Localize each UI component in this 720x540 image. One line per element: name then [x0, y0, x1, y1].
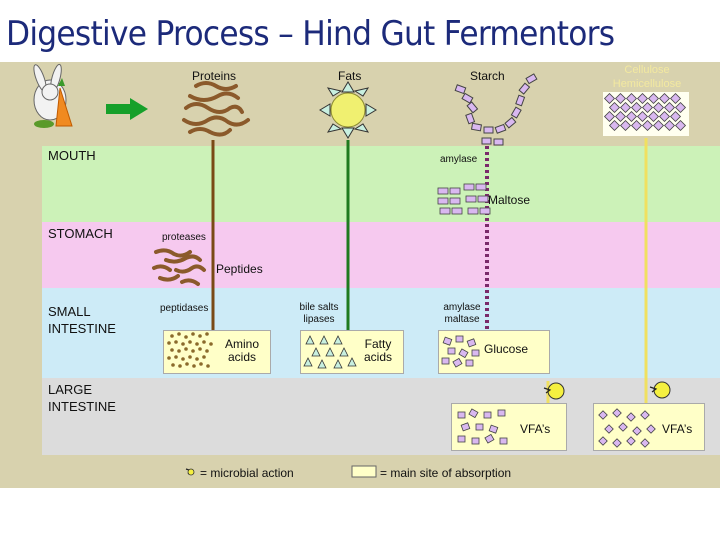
- enzyme-proteases: proteases: [162, 232, 206, 243]
- enzyme-lipases: lipases: [303, 314, 335, 325]
- page-title: Digestive Process – Hind Gut Fermentors: [6, 14, 615, 54]
- microbe-icon: [649, 381, 671, 399]
- amino-acid-dots: [167, 332, 213, 368]
- absorption-legend-swatch: [351, 465, 377, 478]
- section-large-intestine-2: INTESTINE: [48, 399, 116, 414]
- enzyme-bile-salts: bile salts: [299, 302, 339, 313]
- microbe-icon: [185, 468, 195, 476]
- section-mouth: MOUTH: [48, 148, 96, 163]
- product-fatty-acids-2: acids: [363, 350, 392, 364]
- product-vfa-2: VFA’s: [662, 422, 693, 436]
- enzyme-amylase: amylase: [440, 154, 478, 165]
- cellulose-lattice-icon: [603, 92, 689, 136]
- product-vfa-1: VFA’s: [520, 422, 551, 436]
- right-arrow-icon: [106, 98, 148, 120]
- product-amino-acids-1: Amino: [224, 337, 259, 351]
- legend-absorption: = main site of absorption: [380, 466, 512, 480]
- rabbit-icon: [33, 63, 73, 128]
- section-stomach: STOMACH: [48, 226, 113, 241]
- maltose-beads: [437, 183, 491, 215]
- fat-sun-icon: [319, 81, 377, 139]
- starch-chain-icon: [454, 73, 538, 146]
- label-hemicellulose: Hemicellulose: [612, 78, 682, 90]
- label-proteins: Proteins: [192, 69, 237, 83]
- product-glucose: Glucose: [484, 342, 529, 356]
- product-amino-acids-2: acids: [227, 350, 256, 364]
- enzyme-maltase: maltase: [444, 314, 480, 325]
- enzyme-peptidases: peptidases: [160, 303, 209, 314]
- stomach-band: [42, 222, 720, 288]
- enzyme-amylase-si: amylase: [443, 302, 481, 313]
- protein-chain-icon: [182, 81, 250, 137]
- fatty-acid-triangles: [303, 335, 357, 369]
- glucose-beads: [441, 335, 480, 368]
- vfa-beads-2: [598, 408, 656, 448]
- product-fatty-acids-1: Fatty: [364, 337, 392, 351]
- label-cellulose: Cellulose: [624, 64, 670, 76]
- legend-microbial-action: = microbial action: [200, 466, 294, 480]
- peptides-icon: [152, 248, 206, 286]
- label-starch: Starch: [470, 69, 505, 83]
- microbe-icon: [543, 382, 565, 400]
- product-maltose: Maltose: [488, 193, 531, 207]
- section-large-intestine-1: LARGE: [48, 382, 93, 397]
- label-fats: Fats: [338, 69, 362, 83]
- section-small-intestine-2: INTESTINE: [48, 321, 116, 336]
- mouth-band: [42, 146, 720, 222]
- vfa-beads-1: [457, 408, 508, 445]
- section-small-intestine-1: SMALL: [48, 304, 91, 319]
- product-peptides: Peptides: [216, 262, 263, 276]
